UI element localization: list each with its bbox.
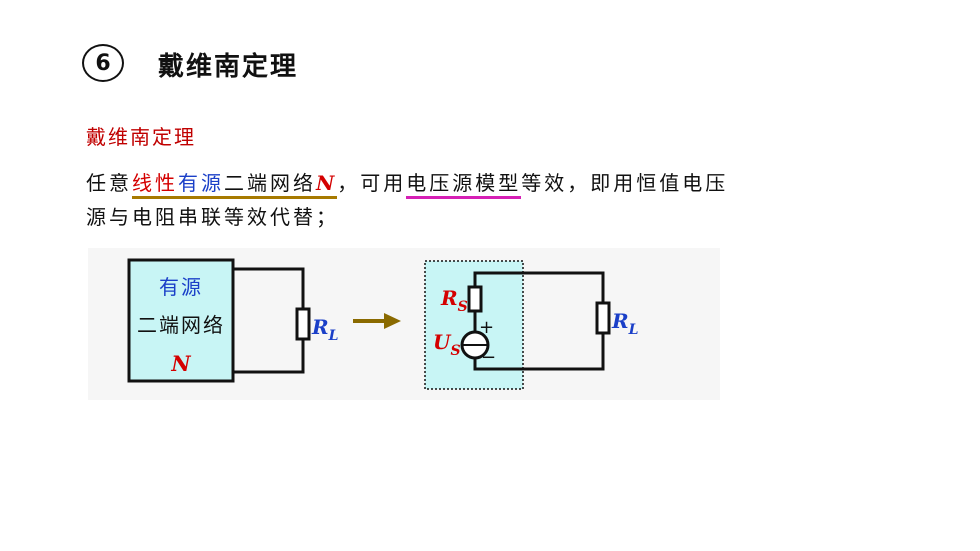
load-label-right-main: R — [611, 309, 629, 333]
underlined-phrase-linear-active: 线性有源二端网络N — [132, 171, 338, 199]
rs-label: RS — [440, 286, 468, 315]
source-minus-sign: − — [481, 347, 496, 368]
definition-paragraph: 任意线性有源二端网络N，可用电压源模型等效，即用恒值电压 源与电阻串联等效代替； — [86, 166, 736, 234]
load-label-left: RL — [311, 315, 339, 344]
para-text-n: N — [316, 171, 338, 195]
us-label: US — [433, 330, 461, 359]
section-subtitle: 戴维南定理 — [86, 125, 196, 149]
page-title: 戴维南定理 — [158, 52, 299, 82]
network-label-active: 有源 — [159, 275, 203, 299]
para-text-equivalent: 等效，即用恒值电压 — [521, 171, 729, 195]
para-text-linear: 线性 — [132, 171, 178, 195]
left-wire-top — [233, 267, 305, 309]
network-label-two-terminal: 二端网络 — [137, 313, 225, 337]
left-wire-bottom — [233, 339, 305, 374]
para-text-can-use: ，可用 — [337, 171, 407, 195]
network-label-n: N — [170, 351, 191, 376]
para-text-active: 有源 — [178, 171, 224, 195]
section-number: 6 — [95, 50, 111, 76]
para-text-1: 任意 — [86, 171, 132, 195]
load-resistor-left — [295, 307, 311, 341]
arrow-head-icon — [384, 313, 401, 329]
load-label-right: RL — [611, 309, 639, 338]
load-label-right-sub: L — [628, 322, 639, 338]
load-label-left-main: R — [311, 315, 329, 339]
internal-resistor — [467, 285, 483, 313]
load-label-left-sub: L — [328, 328, 339, 344]
section-number-badge: 6 — [82, 44, 124, 82]
para-text-line2: 源与电阻串联等效代替； — [86, 205, 339, 229]
load-resistor-right — [595, 301, 611, 335]
us-label-main: U — [433, 330, 452, 354]
para-text-voltage-source-model: 电压源模型 — [406, 171, 522, 199]
rs-label-main: R — [440, 286, 458, 310]
source-plus-sign: + — [479, 317, 494, 338]
right-wire-bottom — [473, 333, 605, 371]
active-network-box — [127, 258, 235, 383]
para-text-two-terminal: 二端网络 — [224, 171, 316, 195]
us-label-sub: S — [450, 343, 460, 359]
rs-label-sub: S — [458, 299, 468, 315]
right-wire-top — [473, 271, 605, 303]
